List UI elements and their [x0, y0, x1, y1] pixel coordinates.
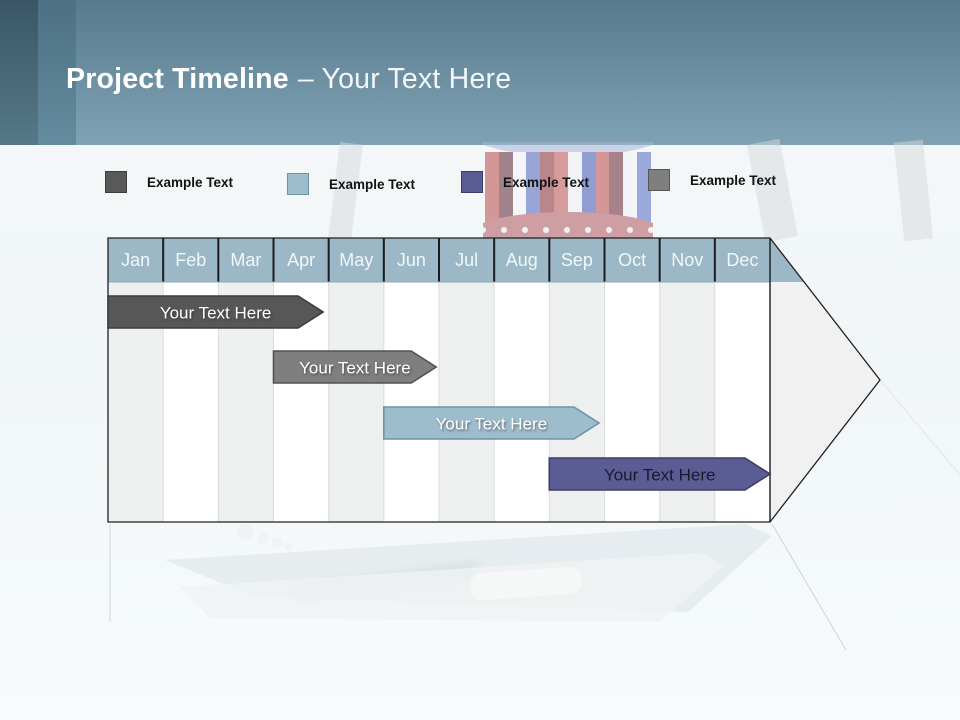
legend-item: Example Text [105, 171, 233, 193]
legend-swatch [461, 171, 483, 193]
header-accent-stripe-dark [0, 0, 38, 145]
month-label: Apr [287, 250, 315, 270]
month-label: Oct [618, 250, 646, 270]
legend-label: Example Text [503, 174, 590, 190]
page-title-light: – Your Text Here [297, 63, 512, 95]
gantt-bar-label: Your Text Here [160, 304, 272, 323]
slide-header-band: Project Timeline– Your Text Here [0, 0, 960, 145]
legend-item: Example Text [648, 169, 776, 191]
legend-item: Example Text [287, 173, 415, 195]
legend-swatch [105, 171, 127, 193]
column-stripe [494, 282, 550, 522]
month-label: Jul [455, 250, 478, 270]
legend-swatch [648, 169, 670, 191]
legend-label: Example Text [329, 176, 416, 192]
legend-label: Example Text [690, 172, 777, 188]
gantt-bar-label: Your Text Here [299, 359, 411, 378]
month-label: Dec [726, 250, 758, 270]
month-label: May [339, 250, 373, 270]
page-title: Project Timeline– Your Text Here [66, 62, 511, 96]
gantt-bar [548, 457, 772, 491]
legend-item: Example Text [461, 171, 589, 193]
month-label: Aug [506, 250, 538, 270]
laptop-base-watermark [109, 380, 960, 651]
gantt-bar [383, 406, 601, 440]
timeline-arrow-outline [107, 237, 881, 523]
column-stripe [439, 282, 495, 522]
gantt-bar [107, 295, 325, 329]
legend-label: Example Text [147, 174, 234, 190]
gantt-bar [272, 350, 438, 384]
month-label: Feb [175, 250, 206, 270]
month-label: Jan [121, 250, 150, 270]
gantt-bar-label: Your Text Here [604, 466, 716, 485]
legend-swatch [287, 173, 309, 195]
column-stripe [328, 282, 384, 522]
month-label: Sep [561, 250, 593, 270]
page-title-bold: Project Timeline [66, 63, 289, 95]
header-accent-stripe-medium [38, 0, 76, 145]
month-label: Nov [671, 250, 703, 270]
month-label: Jun [397, 250, 426, 270]
gantt-bar-label: Your Text Here [436, 415, 548, 434]
column-stripe [383, 282, 439, 522]
month-label: Mar [230, 250, 261, 270]
